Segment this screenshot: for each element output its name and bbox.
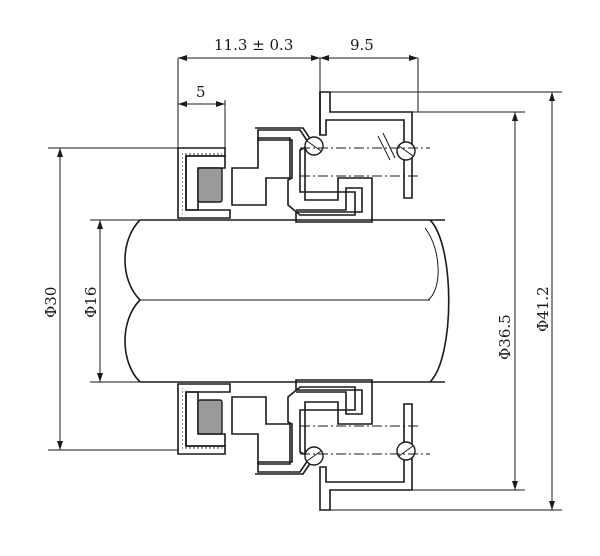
dim-dia-shaft: Φ16	[82, 287, 100, 318]
dim-length-main: 11.3 ± 0.3	[214, 36, 293, 54]
dim-dia-outer-total: Φ41.2	[534, 286, 552, 332]
stationary-ring-top	[197, 167, 223, 203]
dim-dia-inner-spring: Φ36.5	[496, 314, 514, 360]
dimension-lines	[48, 55, 562, 511]
rotating-face-top	[231, 137, 291, 206]
dim-length-spring: 9.5	[350, 36, 374, 54]
upper-seal-section	[177, 91, 430, 223]
dim-length-ring: 5	[196, 83, 206, 101]
lower-seal-section	[177, 379, 430, 511]
shaft	[124, 219, 450, 383]
dim-dia-outer-seat: Φ30	[42, 287, 60, 318]
